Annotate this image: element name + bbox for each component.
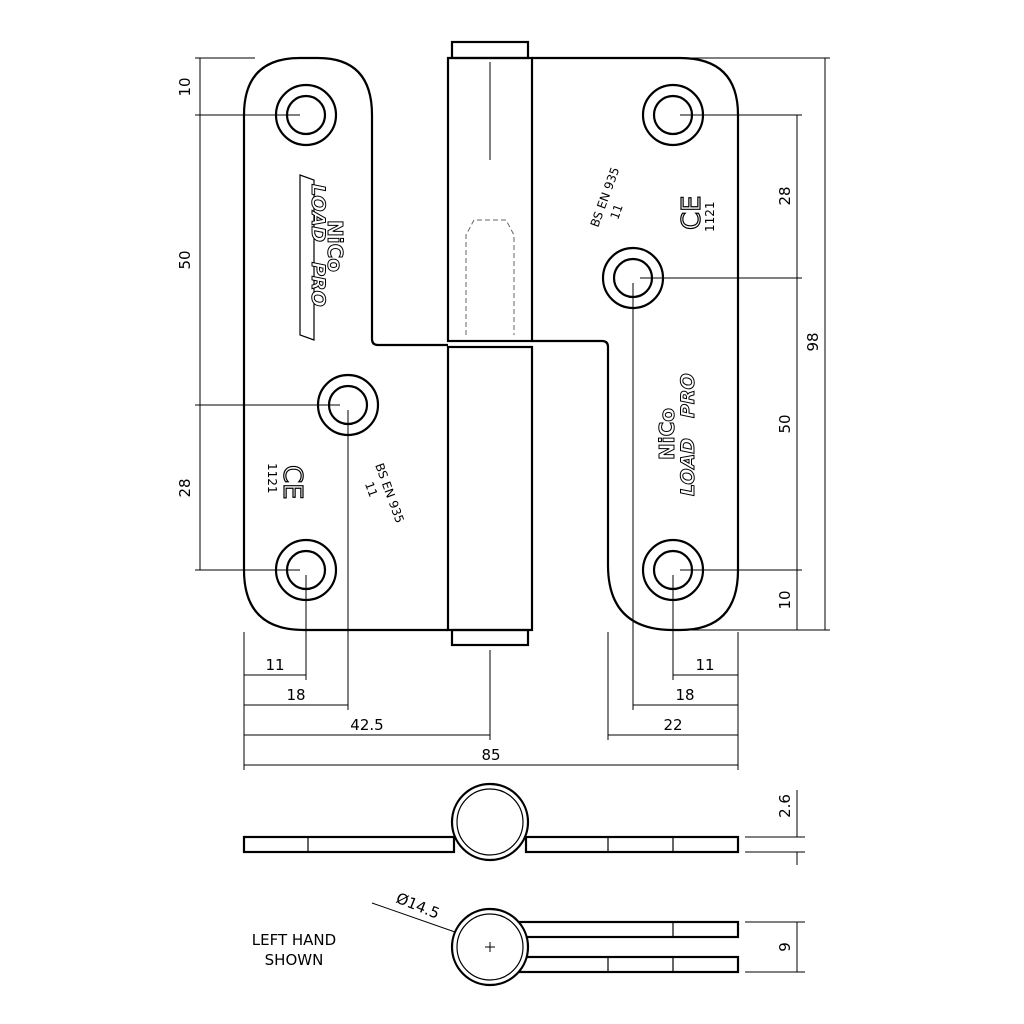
logo-left: LOAD PRO NiCo (299, 174, 348, 341)
svg-text:NiCo: NiCo (655, 408, 679, 460)
svg-text:28: 28 (776, 186, 794, 205)
right-dimensions: 28 50 10 98 (640, 57, 830, 631)
svg-text:CE: CE (277, 465, 307, 500)
svg-text:1121: 1121 (265, 463, 279, 494)
left-dimensions: 10 50 28 (176, 57, 340, 571)
hand-note: LEFT HAND SHOWN (252, 931, 336, 969)
svg-text:11: 11 (607, 202, 625, 221)
svg-text:11: 11 (362, 480, 380, 499)
logo-right: LOAD PRO NiCo (655, 373, 700, 497)
svg-text:98: 98 (804, 332, 822, 351)
svg-text:9: 9 (776, 942, 794, 952)
bottom-dimensions: 11 18 42.5 85 11 18 22 (243, 283, 739, 770)
svg-text:LEFT HAND: LEFT HAND (252, 931, 336, 949)
svg-text:1121: 1121 (703, 201, 717, 232)
left-leaf-outline (242, 56, 448, 632)
svg-text:LOAD: LOAD (307, 184, 329, 242)
svg-text:CE: CE (677, 195, 707, 230)
svg-text:NiCo: NiCo (323, 220, 347, 272)
svg-text:PRO: PRO (307, 262, 329, 307)
svg-text:Ø14.5: Ø14.5 (394, 889, 443, 923)
svg-text:18: 18 (286, 686, 305, 704)
svg-text:50: 50 (776, 414, 794, 433)
svg-text:SHOWN: SHOWN (265, 951, 324, 969)
knuckle (446, 40, 534, 647)
svg-text:2.6: 2.6 (776, 794, 794, 818)
screw-holes (274, 83, 705, 602)
svg-text:18: 18 (675, 686, 694, 704)
svg-text:50: 50 (176, 250, 194, 269)
right-leaf-outline (532, 56, 740, 632)
end-view-open: Ø14.5 9 (371, 889, 805, 987)
standard-mark-right: BS EN 935 11 (588, 165, 626, 229)
svg-text:10: 10 (176, 77, 194, 96)
svg-text:10: 10 (776, 590, 794, 609)
svg-text:22: 22 (663, 716, 682, 734)
end-view-closed: 2.6 (242, 782, 805, 865)
svg-text:PRO: PRO (677, 373, 699, 418)
svg-text:85: 85 (481, 746, 500, 764)
ce-mark-right: CE 1121 (676, 195, 717, 232)
svg-text:LOAD: LOAD (677, 438, 699, 496)
svg-text:28: 28 (176, 478, 194, 497)
standard-mark-left: BS EN 935 11 (362, 461, 407, 525)
svg-text:11: 11 (265, 656, 284, 674)
svg-text:11: 11 (695, 656, 714, 674)
ce-mark-left: CE 1121 (265, 463, 308, 500)
svg-text:42.5: 42.5 (350, 716, 383, 734)
